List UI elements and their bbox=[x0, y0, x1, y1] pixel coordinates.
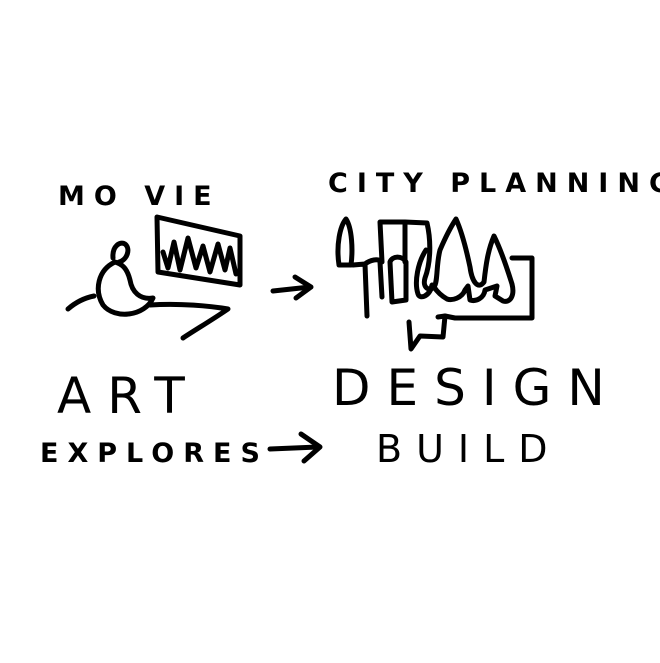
movie-screen bbox=[154, 214, 243, 288]
label-movie: MO VIE bbox=[58, 181, 221, 212]
label-explores: EXPLORES bbox=[40, 438, 269, 469]
floor-line-left bbox=[65, 293, 97, 312]
label-city-planning: CITY PLANNING bbox=[328, 168, 660, 199]
arrow-bottom bbox=[267, 431, 323, 464]
viewer-head bbox=[110, 240, 131, 265]
label-art: ART bbox=[57, 367, 201, 425]
floor-line-right bbox=[147, 301, 231, 341]
skyline-base bbox=[435, 313, 448, 320]
skyline-outline bbox=[350, 216, 516, 319]
screen-figures bbox=[160, 235, 239, 277]
viewer-body bbox=[95, 259, 156, 317]
movie-theater-illustration bbox=[65, 214, 243, 341]
tower-left bbox=[335, 216, 355, 268]
arrow-top bbox=[270, 274, 314, 301]
city-skyline-illustration bbox=[335, 216, 535, 352]
label-design: DESIGN bbox=[332, 359, 621, 417]
label-build: BUILD bbox=[376, 427, 562, 471]
skyline-inner-tower bbox=[413, 247, 435, 300]
